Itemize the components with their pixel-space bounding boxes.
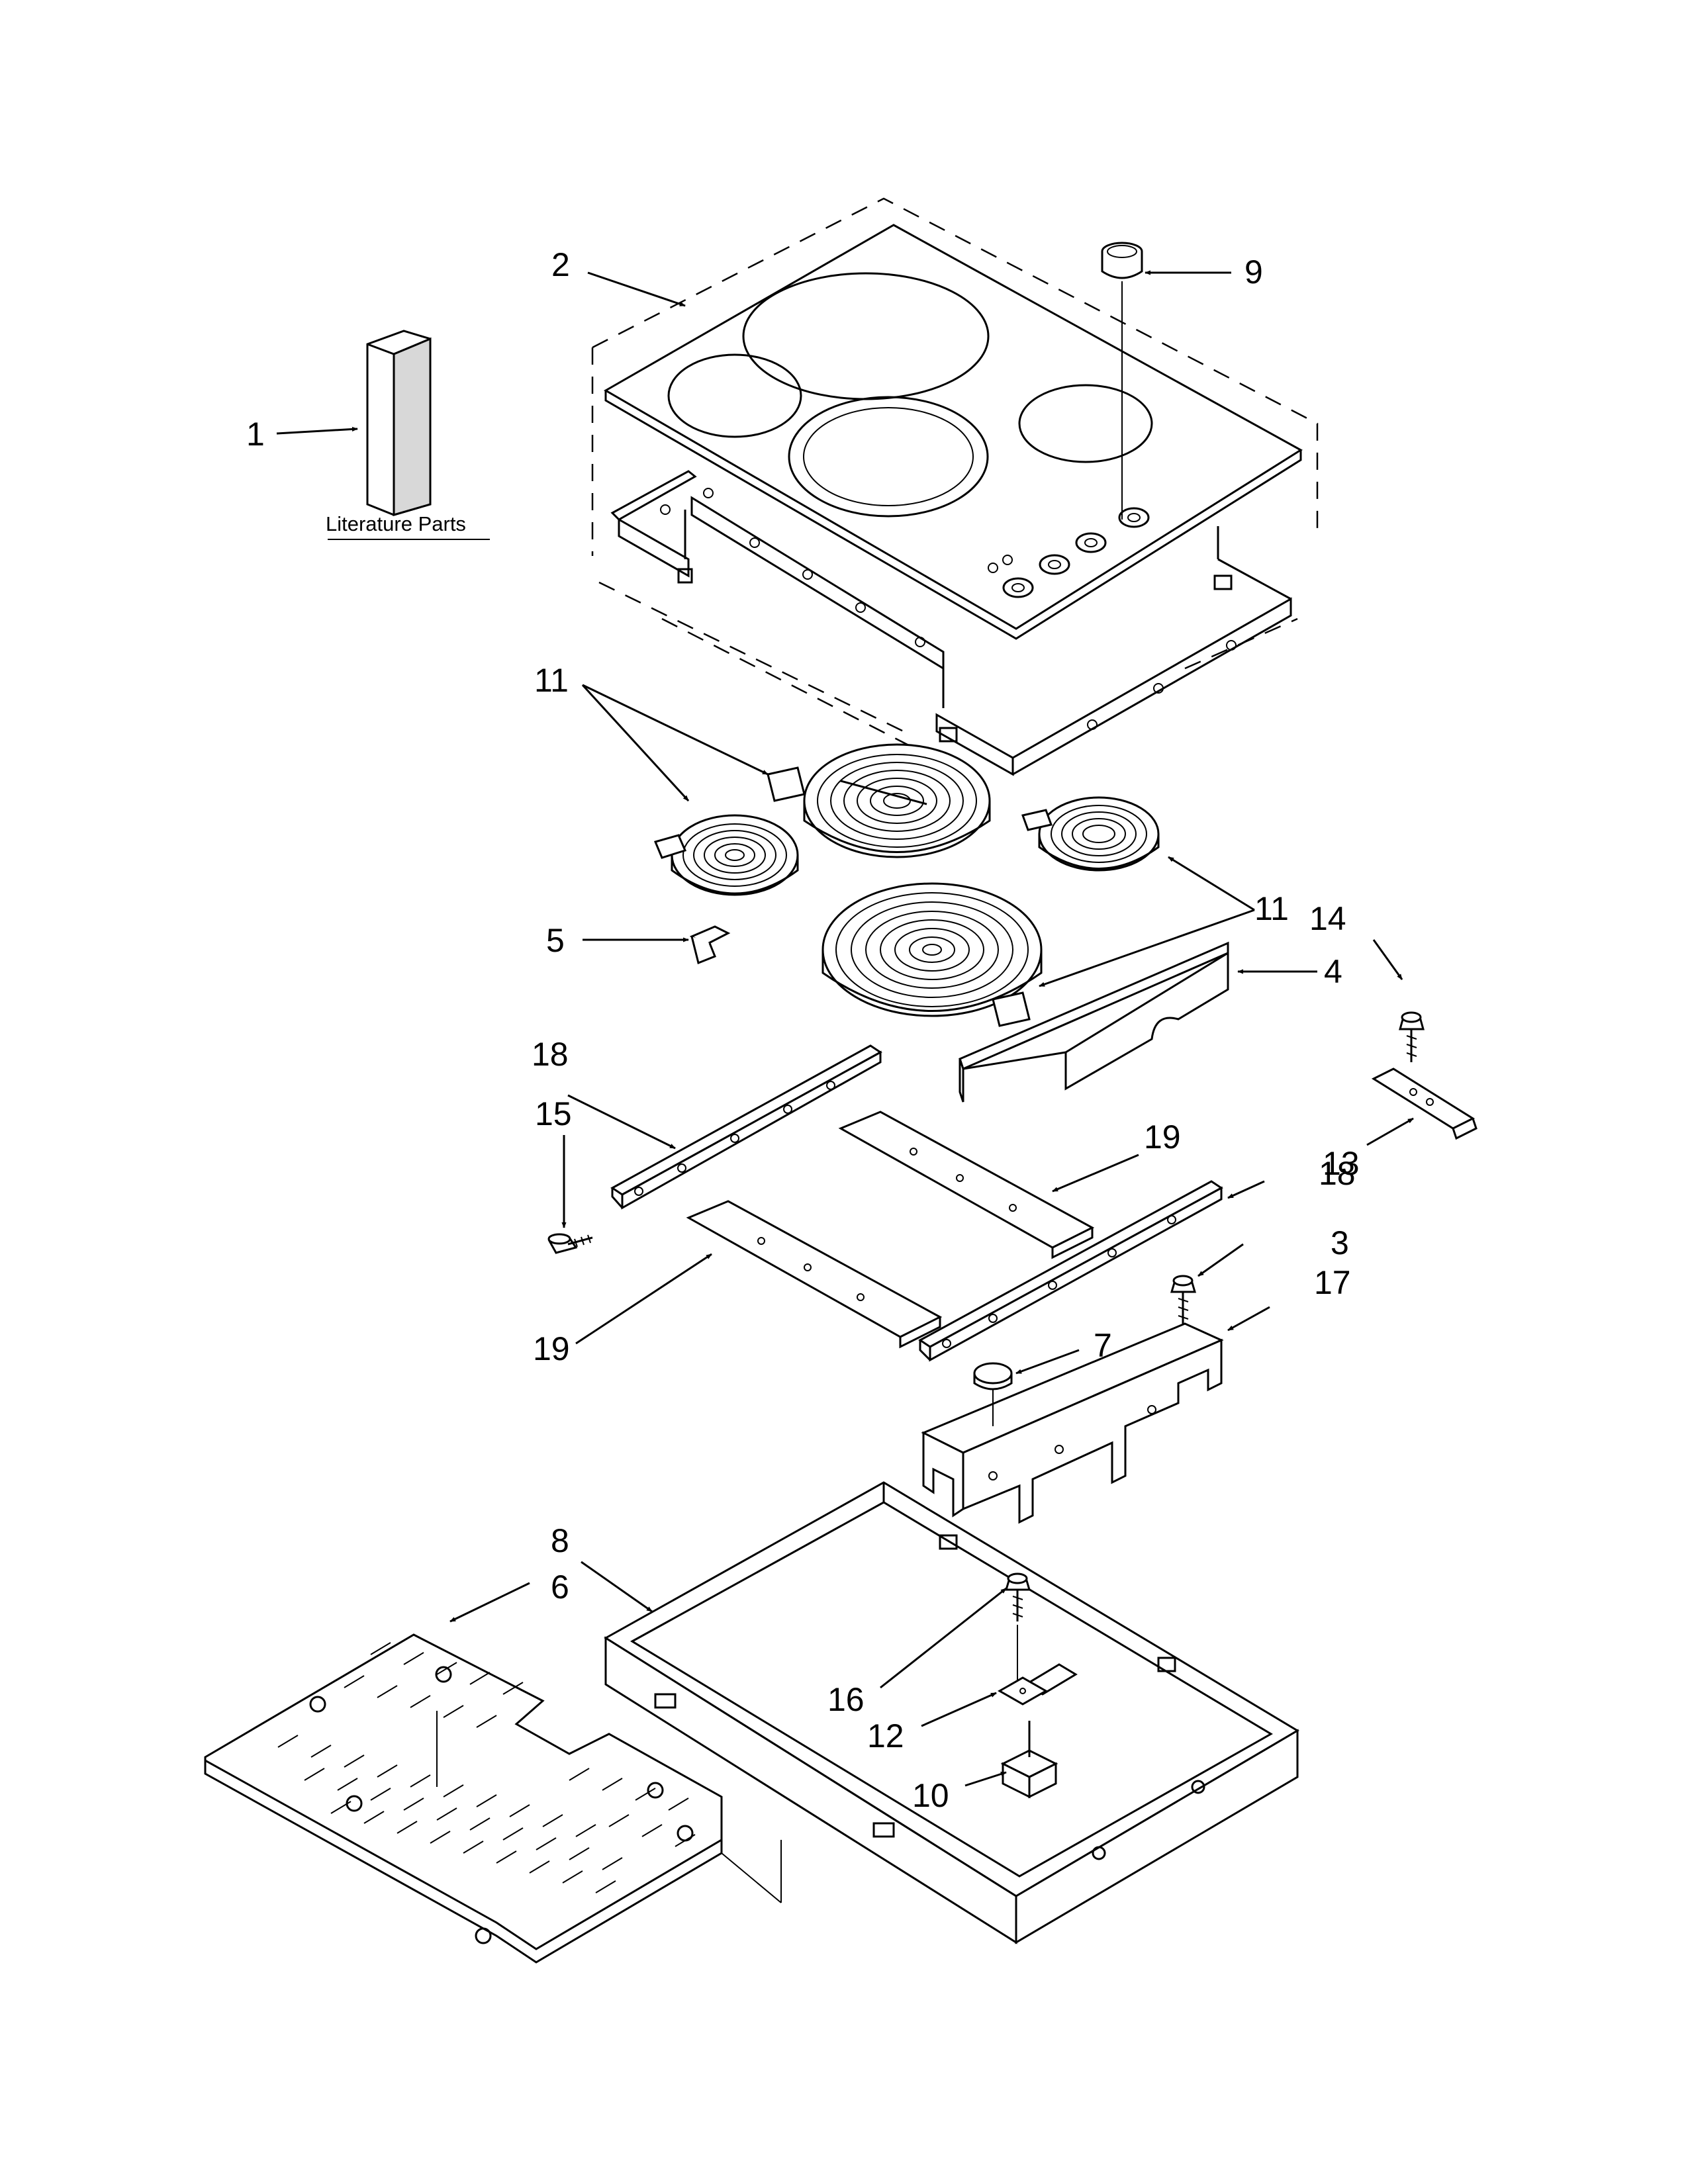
callout-14: 14	[1309, 900, 1346, 937]
callout-9: 9	[1244, 253, 1263, 291]
callout-12: 12	[867, 1717, 904, 1754]
callout-8: 8	[551, 1522, 569, 1559]
callout-10: 10	[912, 1777, 949, 1814]
bracket-13	[1371, 1068, 1477, 1140]
callout-11-right: 11	[1254, 890, 1289, 927]
infinite-switch-10	[1000, 1625, 1058, 1799]
chassis-box	[604, 1481, 1299, 1944]
callout-3: 3	[1331, 1224, 1349, 1261]
callout-4: 4	[1324, 953, 1342, 990]
screw-15	[547, 1233, 593, 1254]
callout-1: 1	[246, 416, 265, 453]
callout-7: 7	[1094, 1327, 1112, 1364]
callout-16: 16	[827, 1681, 865, 1718]
knob-sockets	[988, 507, 1150, 598]
control-knob	[1101, 242, 1143, 520]
literature-parts-caption: Literature Parts	[326, 512, 466, 535]
callout-18-right: 18	[1319, 1155, 1356, 1192]
radiant-element-large-rear	[767, 743, 991, 858]
callout-5: 5	[546, 922, 565, 959]
screw-14	[1399, 1011, 1425, 1062]
switch-screw-16	[1004, 1572, 1031, 1621]
radiant-element-large-front	[821, 882, 1043, 1027]
callouts: 1 2 9 11 11 5 4 14 18 15 19 13 18 3 17 1…	[246, 246, 1360, 1814]
callout-2: 2	[551, 246, 570, 283]
callout-17: 17	[1314, 1264, 1351, 1301]
side-rail-left	[610, 1044, 882, 1210]
cross-rail-rear	[838, 1111, 1095, 1259]
control-bracket	[921, 1322, 1224, 1524]
cooktop-glass	[591, 197, 1319, 756]
callout-19-left: 19	[533, 1330, 570, 1367]
cross-rail-front	[686, 1200, 943, 1349]
cooktop-frame	[610, 470, 1292, 776]
leader-lines	[276, 270, 1414, 1787]
callout-19-right: 19	[1144, 1118, 1181, 1156]
side-rail-right	[918, 1180, 1223, 1362]
callout-18-left: 18	[532, 1036, 569, 1073]
callout-13: 13	[1323, 1145, 1360, 1182]
callout-11-top: 11	[534, 662, 569, 699]
thermostat-switch	[973, 1362, 1013, 1426]
element-clip	[689, 925, 731, 965]
callout-15: 15	[535, 1095, 572, 1132]
callout-6: 6	[551, 1569, 569, 1606]
bottom-vent-plate	[204, 1633, 782, 1964]
literature-booklet	[328, 330, 490, 540]
switch-plate-12	[997, 1676, 1049, 1706]
heat-shield-bracket	[959, 941, 1229, 1103]
radiant-element-small-left	[653, 814, 799, 896]
radiant-element-small-right	[1021, 796, 1160, 872]
screw-3	[1170, 1275, 1197, 1324]
